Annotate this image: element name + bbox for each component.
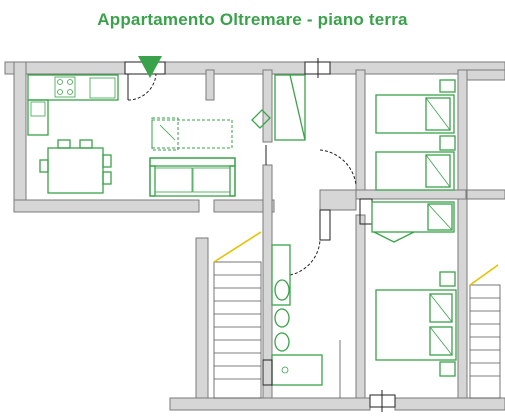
- wall-bedroom-left-upper: [355, 69, 366, 191]
- kitchen-counter: [27, 74, 119, 101]
- stair-edge-highlight: [469, 264, 499, 286]
- door-swing-bedroom: [319, 149, 357, 186]
- bedroom-1: [375, 79, 456, 191]
- wall-bottom-left: [169, 397, 371, 411]
- bidet: [274, 308, 290, 328]
- entrance-triangle-marker: [138, 56, 162, 78]
- wall-central-upper: [262, 69, 273, 143]
- fridge-icon: [30, 101, 46, 117]
- door-frame: [319, 209, 331, 241]
- dining-chair: [102, 154, 112, 168]
- pillow: [429, 293, 453, 323]
- wall-top-mid: [164, 61, 306, 75]
- wall-stair-left: [195, 237, 209, 411]
- sofa-seat: [192, 167, 231, 193]
- pillow: [429, 326, 453, 356]
- sofa-arm: [149, 165, 156, 197]
- bathroom: [262, 244, 323, 386]
- wall-stub: [205, 69, 215, 101]
- stair-flight: [213, 261, 262, 399]
- dining-table: [47, 147, 104, 194]
- entrance: [124, 56, 166, 101]
- bath-counter: [271, 244, 291, 306]
- wall-bottom-right: [394, 397, 505, 411]
- folding-bed: [371, 201, 455, 233]
- coffee-table-dashed: [151, 119, 233, 149]
- wall-living-bottom-b: [213, 199, 275, 213]
- staircase: [213, 231, 501, 399]
- stove-icon: [54, 76, 76, 98]
- pillow: [425, 97, 451, 131]
- walls: [4, 61, 505, 411]
- single-bed: [375, 94, 455, 134]
- sofa-backrest: [149, 157, 236, 167]
- plan-title: Appartamento Oltremare - piano terra: [97, 10, 408, 29]
- wall-right-stub: [466, 69, 505, 81]
- kitchen-side-counter: [27, 99, 49, 136]
- dining-chair: [79, 139, 93, 149]
- chair: [251, 109, 271, 129]
- wall-corridor: [319, 189, 357, 211]
- nightstand: [439, 271, 456, 287]
- wall-living-bottom: [13, 199, 200, 213]
- sink-icon: [89, 77, 116, 99]
- toilet: [274, 332, 290, 352]
- window: [262, 359, 273, 386]
- door-swing-bathroom: [289, 239, 321, 276]
- pillow: [425, 154, 451, 188]
- wall-right-divider: [466, 189, 505, 200]
- sofa: [149, 157, 236, 197]
- dining-chair: [102, 171, 112, 185]
- stair-edge-highlight: [213, 231, 262, 263]
- wardrobe: [274, 74, 306, 141]
- folding-bed-outline: [151, 117, 179, 151]
- bedroom-2: [369, 201, 457, 412]
- dining-chair: [57, 139, 71, 149]
- dining-chair: [39, 159, 49, 173]
- wall-bedroom-left-lower: [355, 214, 366, 411]
- wall-bedroom-divider: [355, 189, 467, 200]
- double-bed: [375, 289, 457, 361]
- wall-right-exterior: [457, 69, 468, 411]
- shower: [271, 354, 323, 386]
- wall-central-lower: [262, 164, 273, 411]
- nightstand: [439, 79, 456, 93]
- sofa-arm: [229, 165, 236, 197]
- kitchen: [27, 74, 119, 194]
- nightstand: [439, 361, 456, 377]
- nightstand: [439, 135, 456, 151]
- washbasin: [274, 279, 290, 301]
- pillow: [427, 203, 453, 231]
- wall-left: [13, 61, 27, 213]
- stair-flight-right: [469, 284, 501, 399]
- hall-closet: [251, 58, 331, 165]
- sofa-seat: [154, 167, 193, 193]
- living-room: [149, 117, 236, 197]
- single-bed: [375, 151, 455, 191]
- entrance-door-swing: [127, 73, 157, 101]
